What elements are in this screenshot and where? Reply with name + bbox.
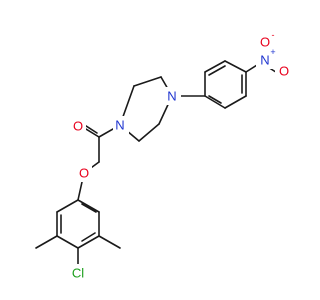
bond bbox=[98, 235, 121, 249]
bond bbox=[81, 232, 96, 242]
bond bbox=[56, 199, 79, 213]
bond bbox=[35, 235, 58, 249]
bond bbox=[204, 95, 226, 109]
carbonyl-oxygen-label: O bbox=[73, 119, 83, 134]
nitro-oxygen-charge: - bbox=[272, 30, 275, 40]
bond bbox=[56, 235, 79, 249]
bond bbox=[224, 60, 247, 73]
bond bbox=[224, 95, 247, 109]
bonds bbox=[35, 41, 283, 267]
ether-oxygen-label: O bbox=[79, 166, 89, 181]
molecule-canvas: O - N + O N N O O Cl bbox=[35, 30, 293, 282]
bond bbox=[77, 199, 100, 213]
piperazine-aryl-nitrogen-label: N bbox=[167, 89, 176, 104]
nitro-oxygen-double-label: O bbox=[279, 64, 289, 79]
bond bbox=[208, 95, 222, 104]
piperazine-amide-nitrogen-label: N bbox=[115, 118, 124, 133]
atoms: O - N + O N N O O Cl bbox=[68, 30, 293, 282]
bond bbox=[81, 203, 97, 213]
bond bbox=[138, 123, 160, 142]
nitro-nitrogen-label: N bbox=[260, 53, 269, 68]
bond bbox=[208, 65, 226, 76]
bond bbox=[133, 76, 162, 87]
bond bbox=[204, 60, 226, 73]
nitro-nitrogen-charge: + bbox=[270, 47, 275, 57]
bond bbox=[77, 235, 100, 249]
chlorine-label: Cl bbox=[72, 266, 84, 281]
nitro-oxygen-label: O bbox=[260, 35, 270, 50]
molecule-structure: O - N + O N N O O Cl bbox=[35, 30, 293, 282]
